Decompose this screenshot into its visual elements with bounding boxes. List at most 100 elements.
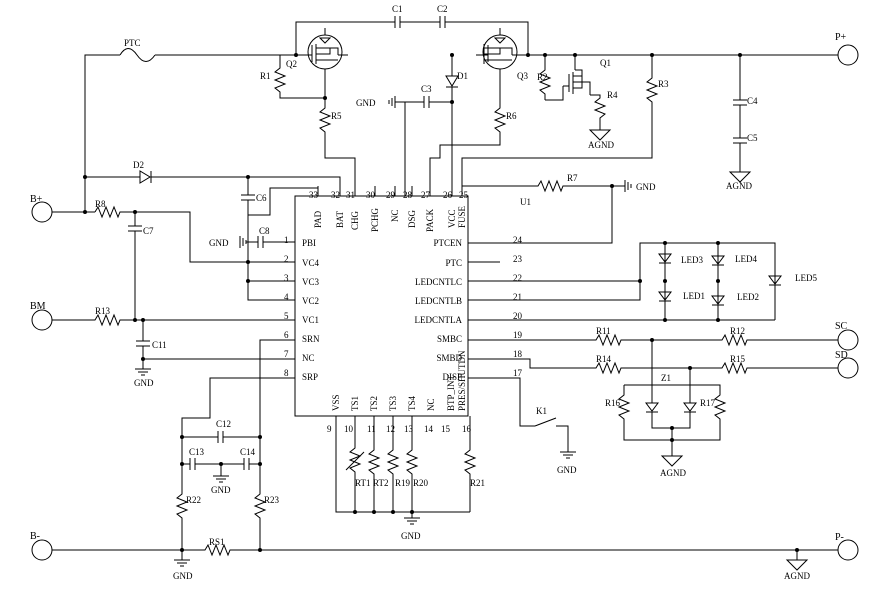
pin-21-name: LEDCNTLB bbox=[415, 296, 462, 306]
pin-15-name: BTP_INT bbox=[446, 374, 456, 411]
capacitor-c1-c2: C1 C2 bbox=[295, 4, 529, 55]
pin-12-num: 12 bbox=[386, 424, 395, 434]
led1-label: LED1 bbox=[683, 291, 705, 301]
pin-6-num: 6 bbox=[284, 330, 289, 340]
switch-k1: K1 GND bbox=[468, 377, 577, 475]
resistor-r22-r23: R22 R23 bbox=[175, 490, 280, 550]
r6-label: R6 bbox=[506, 111, 517, 121]
c13-label: C13 bbox=[189, 447, 205, 457]
r11-label: R11 bbox=[596, 326, 611, 336]
pin-8-name: SRP bbox=[302, 372, 318, 382]
r19-label: R19 bbox=[395, 478, 411, 488]
pin-29-num: 29 bbox=[386, 190, 396, 200]
r16-label: R16 bbox=[605, 398, 621, 408]
d1-label: D1 bbox=[457, 71, 468, 81]
p-minus-agnd-label: AGND bbox=[784, 571, 810, 581]
r12-label: R12 bbox=[730, 326, 745, 336]
b-minus-label: B- bbox=[30, 531, 40, 542]
b-plus-terminal: B+ bbox=[30, 194, 95, 223]
pin-16-name: PRES/SHUTDN bbox=[457, 350, 467, 411]
r14-label: R14 bbox=[596, 354, 612, 364]
led4-label: LED4 bbox=[735, 254, 757, 264]
ptcen-connection bbox=[468, 184, 614, 263]
bottom-ts-network: GND RT1 RT2 R19 R20 R21 bbox=[335, 416, 485, 541]
bottom-gnd-label: GND bbox=[401, 531, 421, 541]
pin-10-name: TS1 bbox=[350, 396, 360, 411]
top-rail bbox=[84, 53, 838, 212]
smbc-line: SC R11 R12 bbox=[468, 321, 859, 351]
rt1-label: RT1 bbox=[355, 478, 370, 488]
pin-24-name: PTCEN bbox=[433, 238, 462, 248]
capacitor-c3: C3 GND bbox=[356, 84, 452, 196]
pin-18-num: 18 bbox=[513, 349, 523, 359]
diode-d2: D2 bbox=[83, 160, 341, 196]
led-matrix: LED3 LED4 LED1 LED2 LED5 bbox=[468, 241, 817, 322]
pin-3-num: 3 bbox=[284, 273, 289, 283]
vc-connection bbox=[246, 215, 295, 301]
pin-4-num: 4 bbox=[284, 292, 289, 302]
c13-gnd-label: GND bbox=[211, 485, 231, 495]
sd-label: SD bbox=[835, 350, 848, 361]
pin-27-num: 27 bbox=[421, 190, 431, 200]
pin-19-name: SMBC bbox=[437, 334, 462, 344]
diode-d1: D1 bbox=[445, 53, 468, 196]
pin-30-name: PCHG bbox=[370, 207, 380, 232]
c3-label: C3 bbox=[421, 84, 432, 94]
pin-25-num: 25 bbox=[459, 190, 469, 200]
b-plus-label: B+ bbox=[30, 194, 43, 205]
pin-13-num: 13 bbox=[404, 424, 414, 434]
mosfet-q3: Q3 bbox=[476, 28, 528, 98]
capacitor-c6: C6 bbox=[241, 177, 319, 216]
pin-28-name: DSG bbox=[407, 209, 417, 228]
pin-1-num: 1 bbox=[284, 235, 289, 245]
rs1-label: RS1 bbox=[209, 537, 225, 547]
pin-1-name: PBI bbox=[302, 238, 316, 248]
r23-label: R23 bbox=[264, 495, 280, 505]
pin-20-name: LEDCNTLA bbox=[415, 315, 463, 325]
bm-terminal: BM R13 bbox=[30, 301, 295, 331]
pin-21-num: 21 bbox=[513, 292, 522, 302]
pin-22-name: LEDCNTLC bbox=[415, 277, 462, 287]
pin-2-name: VC4 bbox=[302, 258, 320, 268]
pin-14-name: NC bbox=[426, 398, 436, 411]
c4-label: C4 bbox=[747, 96, 758, 106]
r8-label: R8 bbox=[95, 199, 106, 209]
p-minus-label: P- bbox=[835, 532, 844, 543]
mosfet-q2: Q2 bbox=[286, 28, 348, 98]
q3-label: Q3 bbox=[517, 71, 528, 81]
pin-26-num: 26 bbox=[443, 190, 453, 200]
zener-z1: Z1 R16 R17 AGND bbox=[605, 340, 727, 478]
resistor-r5: R5 bbox=[318, 98, 356, 196]
r3-label: R3 bbox=[658, 79, 669, 89]
pin-7-num: 7 bbox=[284, 349, 289, 359]
pin-10-num: 10 bbox=[344, 424, 354, 434]
c8-label: C8 bbox=[259, 226, 270, 236]
c7-label: C7 bbox=[143, 226, 154, 236]
b-minus-gnd-label: GND bbox=[173, 571, 193, 581]
agnd-label-q1: AGND bbox=[588, 140, 614, 150]
pin-6-name: SRN bbox=[302, 334, 320, 344]
p-plus-terminal: P+ bbox=[835, 32, 859, 66]
ptc-fuse: PTC bbox=[119, 38, 156, 62]
resistor-r7: R7 GND bbox=[462, 173, 656, 193]
pin-13-name: TS4 bbox=[407, 395, 417, 411]
r15-label: R15 bbox=[730, 354, 746, 364]
pin-17-num: 17 bbox=[513, 368, 523, 378]
pin-31-num: 31 bbox=[346, 190, 355, 200]
resistor-r6: R6 bbox=[429, 98, 517, 196]
led3-label: LED3 bbox=[681, 255, 703, 265]
pin-12-name: TS3 bbox=[388, 395, 398, 411]
pin-17-name: DISP bbox=[442, 372, 462, 382]
c3-gnd-label: GND bbox=[356, 98, 376, 108]
pin-29-name: NC bbox=[390, 209, 400, 222]
pin-9-name: VSS bbox=[331, 394, 341, 411]
pin-16-num: 16 bbox=[462, 424, 472, 434]
transistor-q1: Q1 bbox=[563, 55, 611, 95]
r1-label: R1 bbox=[260, 71, 271, 81]
pin-30-num: 30 bbox=[366, 190, 376, 200]
z1-agnd-label: AGND bbox=[660, 468, 686, 478]
sc-label: SC bbox=[835, 321, 848, 332]
pin-19-num: 19 bbox=[513, 330, 523, 340]
led5-label: LED5 bbox=[795, 273, 817, 283]
